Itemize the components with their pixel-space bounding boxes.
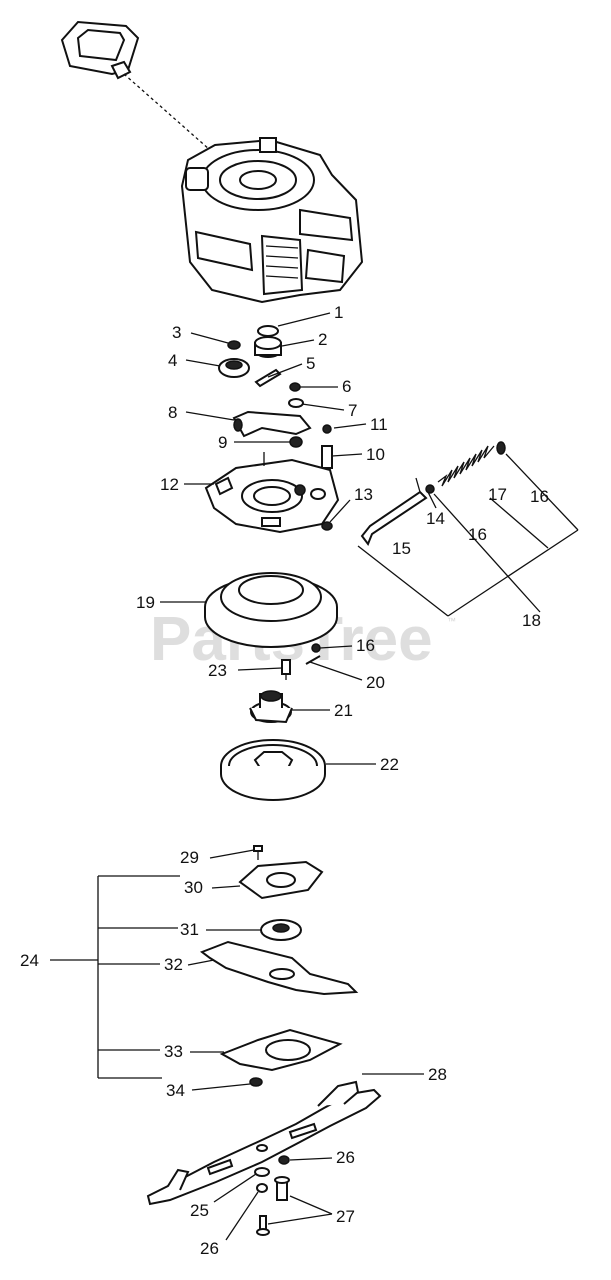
part-28-blade [146, 1080, 382, 1206]
part-15-rod [360, 490, 428, 547]
part-30-plate [238, 860, 324, 900]
callout-7: 7 [348, 401, 357, 420]
part-9-shape [289, 436, 303, 448]
engine-part [180, 137, 364, 304]
part-16-washer [425, 484, 435, 494]
callout-23: 23 [208, 661, 227, 680]
callout-15: 15 [392, 539, 411, 558]
callout-26-left: 26 [200, 1239, 219, 1258]
callout-11: 11 [370, 415, 388, 434]
part-31-washer [260, 919, 302, 941]
callout-25: 25 [190, 1201, 209, 1220]
upper-hardware [218, 325, 333, 476]
callout-29: 29 [180, 848, 199, 867]
engine-assembly [60, 20, 364, 304]
callout-16-left: 16 [468, 525, 487, 544]
part-13-shape [321, 521, 333, 531]
callout-17: 17 [488, 485, 507, 504]
part-25-washer [254, 1167, 270, 1177]
part-12-plate [204, 452, 340, 534]
callout-28: 28 [428, 1065, 447, 1084]
callout-4: 4 [168, 351, 177, 370]
part-27-bolt [274, 1176, 290, 1201]
part-7-shape [288, 398, 304, 408]
callout-30: 30 [184, 878, 203, 897]
part-4-shape [218, 358, 250, 378]
callout-34: 34 [166, 1081, 185, 1100]
part-14-18-group [360, 441, 506, 547]
callout-21: 21 [334, 701, 353, 720]
callout-24: 24 [20, 951, 39, 970]
part-29-bolt [253, 845, 263, 860]
callout-12: 12 [160, 475, 179, 494]
callout-26-right: 26 [336, 1148, 355, 1167]
callout-1: 1 [334, 303, 343, 322]
primer-bulb-part [60, 20, 140, 80]
primer-line [123, 73, 211, 151]
part-20-shape [305, 655, 321, 665]
callout-13: 13 [354, 485, 373, 504]
callout-14: 14 [426, 509, 445, 528]
callout-16-right: 16 [530, 487, 549, 506]
part-34-nut [249, 1077, 263, 1087]
callout-16-lower: 16 [356, 636, 375, 655]
callout-6: 6 [342, 377, 351, 396]
part-2-shape [254, 336, 282, 358]
leader-lines [50, 312, 579, 1241]
callout-8: 8 [168, 403, 177, 422]
part-6-shape [289, 382, 301, 392]
callout-31: 31 [180, 920, 199, 939]
callout-3: 3 [172, 323, 181, 342]
callout-22: 22 [380, 755, 399, 774]
part-11-shape [322, 424, 332, 434]
part-16-end [496, 441, 506, 455]
part-27-bolt-2 [256, 1215, 270, 1236]
callout-10: 10 [366, 445, 385, 464]
callout-27: 27 [336, 1207, 355, 1226]
callout-33: 33 [164, 1042, 183, 1061]
part-17-spring [437, 445, 495, 487]
callout-18: 18 [522, 611, 541, 630]
watermark-trademark: ™ [447, 616, 456, 626]
part-22-adapter [220, 739, 326, 801]
part-32-blade [199, 940, 359, 996]
part-3-shape [227, 340, 241, 350]
callout-labels: 1 2 3 4 5 6 7 8 9 10 11 12 13 14 15 16 1… [20, 303, 549, 1258]
callout-9: 9 [218, 433, 227, 452]
callout-19: 19 [136, 593, 155, 612]
part-21-hub [249, 690, 293, 724]
bracket-24 [97, 875, 180, 1079]
part-26-nut-2 [256, 1183, 268, 1193]
part-23-shape [281, 659, 291, 680]
part-1-shape [257, 325, 279, 337]
callout-2: 2 [318, 330, 327, 349]
part-26-nut [278, 1155, 290, 1165]
part-33-plate [219, 1028, 343, 1072]
part-5-shape [254, 368, 282, 388]
part-19-pulley [204, 572, 338, 648]
part-16-pin [311, 643, 321, 653]
part-8-shape [232, 410, 312, 438]
callout-5: 5 [306, 354, 315, 373]
callout-20: 20 [366, 673, 385, 692]
callout-32: 32 [164, 955, 183, 974]
